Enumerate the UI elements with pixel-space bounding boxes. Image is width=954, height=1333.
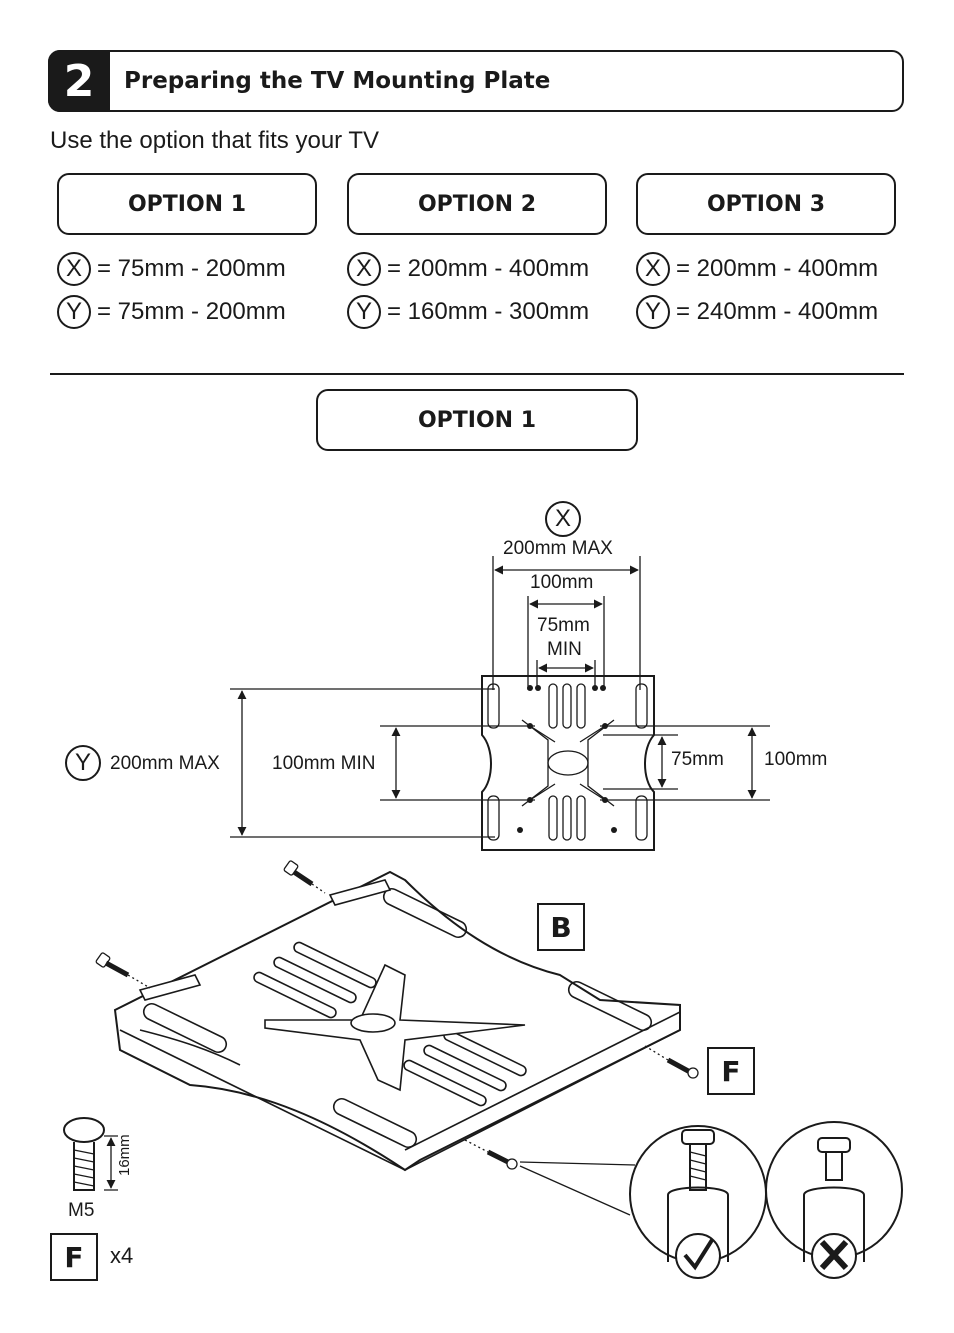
option-1-y-spec: Y = 75mm - 200mm — [57, 295, 286, 329]
incorrect-fit-detail — [765, 1121, 903, 1279]
x-circle-icon: X — [636, 252, 670, 286]
option-2-x-range: = 200mm - 400mm — [387, 255, 590, 282]
y-circle-icon: Y — [347, 295, 381, 329]
y-75-label: 75mm — [671, 749, 724, 770]
part-f-qty-box: F — [50, 1233, 98, 1281]
part-f-label: F — [707, 1047, 755, 1095]
option-1-x-range: = 75mm - 200mm — [97, 255, 286, 282]
option-3-y-range: = 240mm - 400mm — [676, 298, 879, 325]
y-circle-icon: Y — [57, 295, 91, 329]
screw-type-label: M5 — [68, 1200, 95, 1221]
option-3-x-range: = 200mm - 400mm — [676, 255, 879, 282]
x-mid-label: 100mm — [530, 572, 594, 593]
step-number: 2 — [48, 50, 110, 112]
y-max-label: 200mm MAX — [110, 753, 220, 774]
option-2-y-range: = 160mm - 300mm — [387, 298, 590, 325]
correct-fit-detail — [629, 1125, 767, 1279]
screw-top — [283, 860, 326, 894]
x-min-label-2: MIN — [547, 639, 582, 660]
part-b-label: B — [537, 903, 585, 951]
screw-left — [95, 952, 151, 989]
x-min-label-1: 75mm — [537, 615, 590, 636]
option-3-y-spec: Y = 240mm - 400mm — [636, 295, 878, 329]
screw-length-label: 16mm — [116, 1134, 133, 1176]
option-2-y-spec: Y = 160mm - 300mm — [347, 295, 589, 329]
screw-right — [644, 1045, 699, 1079]
divider — [50, 373, 904, 375]
option-3-x-spec: X = 200mm - 400mm — [636, 252, 878, 286]
quantity-label: x4 — [110, 1243, 134, 1268]
top-view-plate — [481, 675, 655, 851]
option-2-x-spec: X = 200mm - 400mm — [347, 252, 589, 286]
x-circle-icon: X — [545, 501, 581, 537]
y-min-label: 100mm MIN — [272, 753, 376, 774]
y-circle-icon: Y — [636, 295, 670, 329]
m5-screw — [63, 1117, 118, 1191]
x-circle-icon: X — [347, 252, 381, 286]
screw-bottom — [464, 1139, 636, 1216]
option-2-box: OPTION 2 — [347, 173, 607, 235]
x-max-label: 200mm MAX — [503, 538, 613, 559]
y-circle-icon: Y — [65, 745, 101, 781]
x-circle-icon: X — [57, 252, 91, 286]
option-1-box: OPTION 1 — [57, 173, 317, 235]
section-option-box: OPTION 1 — [316, 389, 638, 451]
option-1-x-spec: X = 75mm - 200mm — [57, 252, 286, 286]
y-100-label: 100mm — [764, 749, 828, 770]
intro-text: Use the option that fits your TV — [50, 127, 380, 154]
step-title: Preparing the TV Mounting Plate — [124, 68, 551, 94]
option-1-y-range: = 75mm - 200mm — [97, 298, 286, 325]
mounting-plate-b — [113, 870, 681, 1172]
option-3-box: OPTION 3 — [636, 173, 896, 235]
